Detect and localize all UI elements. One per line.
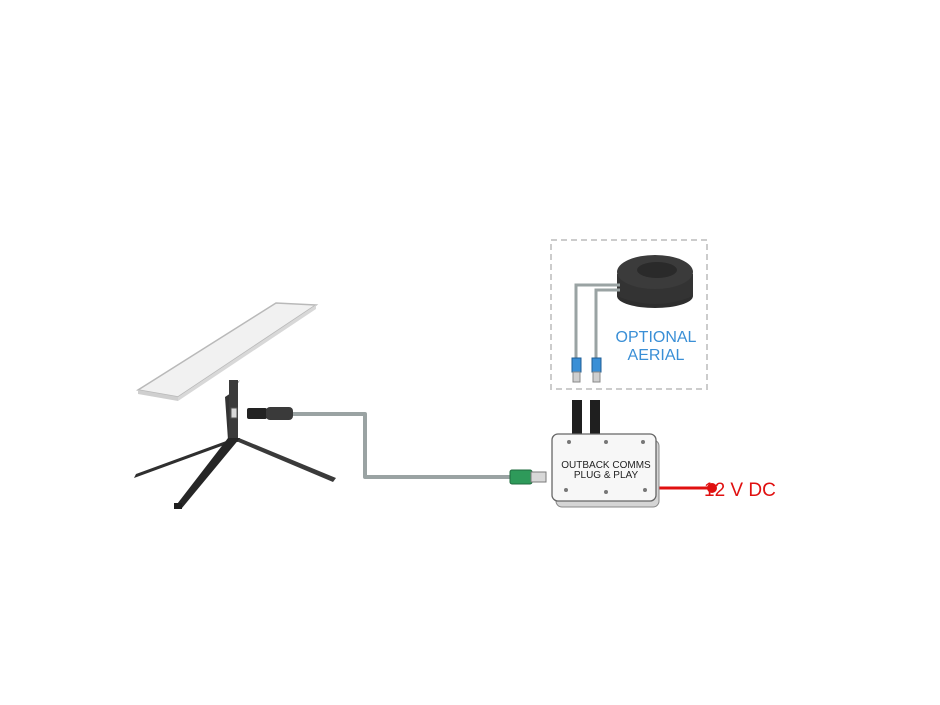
aerial-puck-icon xyxy=(617,255,693,308)
dish-cable xyxy=(293,412,512,479)
aerial-cable-2 xyxy=(594,288,620,358)
device-box-title: OUTBACK COMMS xyxy=(561,460,651,471)
aerial-cable-1 xyxy=(574,283,620,358)
optional-aerial-frame xyxy=(550,239,708,390)
aerial-connector-2 xyxy=(591,357,602,383)
optional-aerial-label-line2: AERIAL xyxy=(628,347,685,364)
satellite-dish-icon xyxy=(134,302,336,509)
box-antenna-post-2 xyxy=(590,400,600,434)
optional-aerial-label-line1: OPTIONAL xyxy=(616,329,697,346)
power-plug xyxy=(707,483,717,493)
dish-cable-connector xyxy=(247,407,293,420)
device-box-subtitle: PLUG & PLAY xyxy=(574,470,639,481)
usb-connector xyxy=(509,469,547,485)
box-antenna-post-1 xyxy=(572,400,582,434)
power-label: 12 V DC xyxy=(704,480,776,501)
aerial-connector-1 xyxy=(571,357,582,383)
outback-comms-box: OUTBACK COMMS PLUG & PLAY xyxy=(551,433,660,508)
